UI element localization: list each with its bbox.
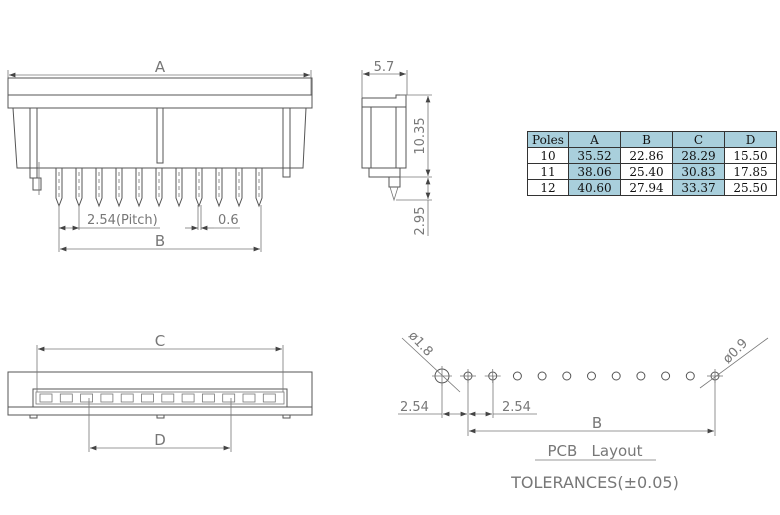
cell-a: 40.60 [568, 179, 621, 196]
pin-hole [685, 371, 695, 381]
table-row: 10 35.52 22.86 28.29 15.50 [527, 147, 777, 164]
contact-slot [222, 393, 236, 403]
pin-length-label: 2.95 [413, 207, 428, 236]
pitch-label: 2.54(Pitch) [87, 213, 158, 228]
cell-c: 33.37 [672, 179, 725, 196]
pin [135, 168, 143, 208]
front-view: A 2.54(Pitch) 0.6 B [7, 58, 313, 252]
header-poles: Poles [527, 131, 569, 148]
pin [195, 168, 203, 208]
pcb-layout-title: PCB Layout [547, 442, 642, 460]
cell-d: 15.50 [724, 147, 777, 164]
cell-c: 28.29 [672, 147, 725, 164]
pin-hole [537, 371, 547, 381]
header-c: C [672, 131, 725, 148]
pin-row [55, 168, 263, 208]
pin [155, 168, 163, 208]
cell-b: 25.40 [620, 163, 673, 180]
cell-d: 25.50 [724, 179, 777, 196]
pin [175, 168, 183, 208]
dim-d-label: D [154, 431, 166, 449]
pin [235, 168, 243, 208]
contact-slot [59, 393, 73, 403]
contact-slot [242, 393, 256, 403]
cell-a: 35.52 [568, 147, 621, 164]
dim-c-label: C [155, 332, 165, 350]
cell-poles: 11 [527, 163, 569, 180]
contact-slot [141, 393, 154, 403]
cell-a: 38.06 [568, 163, 621, 180]
pin [115, 168, 123, 208]
pin-hole [512, 371, 522, 381]
table-header-row: Poles A B C D [527, 131, 777, 148]
pcb-layout: ø1.8 ø0.9 2.54 2.54 B PCB Layout TOLERAN… [398, 328, 769, 492]
cell-b: 27.94 [620, 179, 673, 196]
cell-poles: 12 [527, 179, 569, 196]
contact-slot [181, 393, 195, 403]
side-view: 5.7 10.35 2.95 [361, 60, 432, 236]
contact-slot [262, 393, 276, 403]
spacing-left-label: 2.54 [400, 400, 429, 415]
contact-slot [39, 393, 53, 403]
pin [95, 168, 103, 208]
header-b: B [620, 131, 673, 148]
big-hole-label: ø1.8 [405, 328, 436, 359]
header-a: A [568, 131, 621, 148]
spacing-right-label: 2.54 [502, 400, 531, 415]
pin-hole [636, 371, 646, 381]
contact-slot [120, 393, 134, 403]
dim-a-label: A [155, 58, 166, 76]
dimension-table: Poles A B C D 10 35.52 22.86 28.29 15.50… [527, 131, 777, 196]
table-row: 11 38.06 25.40 30.83 17.85 [527, 163, 777, 180]
pin-width-label: 0.6 [218, 213, 239, 228]
pin [215, 168, 223, 208]
pin [255, 168, 263, 208]
dim-b-label: B [155, 232, 165, 250]
side-width-label: 5.7 [374, 60, 395, 75]
pin-hole [611, 371, 621, 381]
side-height-label: 10.35 [413, 117, 428, 154]
contact-slot [201, 393, 215, 403]
pin-hole [661, 371, 671, 381]
tolerances-note: TOLERANCES(±0.05) [510, 473, 679, 492]
pcb-dim-b-label: B [592, 414, 602, 432]
cell-c: 30.83 [672, 163, 725, 180]
pin-hole [587, 371, 596, 381]
table-row: 12 40.60 27.94 33.37 25.50 [527, 179, 777, 196]
contact-slot [100, 393, 114, 403]
cell-d: 17.85 [724, 163, 777, 180]
contact-slot [161, 393, 175, 403]
cell-poles: 10 [527, 147, 569, 164]
pin-hole [562, 371, 572, 381]
cell-b: 22.86 [620, 147, 673, 164]
header-d: D [724, 131, 777, 148]
bottom-view: C D [7, 332, 313, 452]
contact-slot [80, 393, 93, 403]
